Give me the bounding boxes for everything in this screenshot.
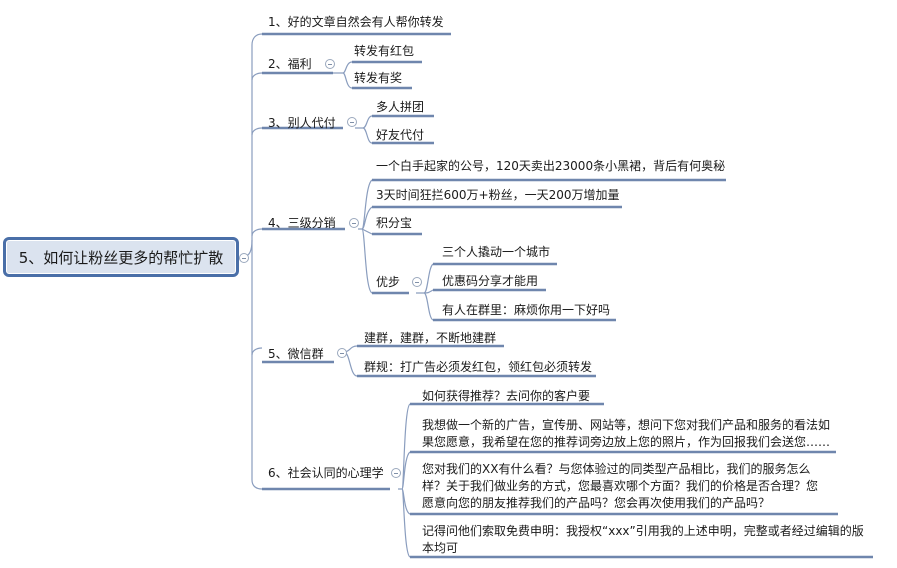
branch-4-child-2[interactable]: 3天时间狂拦600万+粉丝，一天200万增加量 [376,187,620,203]
branch-4-child-2-label: 3天时间狂拦600万+粉丝，一天200万增加量 [376,188,620,202]
branch-1-label: 1、好的文章自然会有人帮你转发 [268,15,444,29]
branch-2-child-2[interactable]: 转发有奖 [354,70,402,86]
branch-6-child-4[interactable]: 记得问他们索取免费申明：我授权“xxx”引用我的上述申明，完整或者经过编辑的版本… [422,523,868,557]
branch-2-topic[interactable]: 2、福利 [268,56,312,72]
branch-2-label: 2、福利 [268,57,312,71]
branch-4-child-3[interactable]: 积分宝 [376,215,412,231]
branch-4-label: 4、三级分销 [268,216,336,230]
branch-2-child-1[interactable]: 转发有红包 [354,43,414,59]
root-collapse-icon[interactable] [239,253,249,263]
branch-5-child-1-label: 建群，建群，不断地建群 [364,331,497,345]
branch-6-child-3-label: 您对我们的XX有什么看？与您体验过的同类型产品相比，我们的服务怎么样？关于我们做… [422,462,819,510]
branch-3-topic[interactable]: 3、别人代付 [268,115,336,131]
youbu-child-1[interactable]: 三个人撬动一个城市 [442,244,550,260]
branch-4-collapse-icon[interactable] [349,218,359,228]
root-topic[interactable]: 5、如何让粉丝更多的帮忙扩散 [3,237,239,277]
youbu-child-1-label: 三个人撬动一个城市 [442,245,551,259]
branch-6-child-3[interactable]: 您对我们的XX有什么看？与您体验过的同类型产品相比，我们的服务怎么样？关于我们做… [422,461,822,512]
branch-4-child-1[interactable]: 一个白手起家的公号，120天卖出23000条小黑裙，背后有何奥秘 [376,158,725,174]
branch-6-child-2[interactable]: 我想做一个新的广告，宣传册、网站等，想问下您对我们产品和服务的看法如果您愿意，我… [422,417,832,451]
branch-3-child-1[interactable]: 多人拼团 [376,99,424,115]
branch-4-topic[interactable]: 4、三级分销 [268,215,336,231]
youbu-child-2-label: 优惠码分享才能用 [442,274,539,288]
branch-2-collapse-icon[interactable] [325,59,335,69]
branch-6-label: 6、社会认同的心理学 [268,466,384,480]
branch-2-child-1-label: 转发有红包 [354,44,415,58]
branch-5-label: 5、微信群 [268,347,324,361]
branch-6-child-1-label: 如何获得推荐？去问你的客户要 [422,389,591,403]
branch-6-collapse-icon[interactable] [391,468,401,478]
branch-3-label: 3、别人代付 [268,116,336,130]
branch-3-child-1-label: 多人拼团 [376,100,425,114]
branch-4-child-4[interactable]: 优步 [376,274,400,290]
youbu-child-3-label: 有人在群里：麻烦你用一下好吗 [442,303,611,317]
branch-5-child-2-label: 群规：打广告必须发红包，领红包必须转发 [364,360,593,374]
branch-3-child-2-label: 好友代付 [376,128,425,142]
youbu-collapse-icon[interactable] [412,277,422,287]
branch-3-child-2[interactable]: 好友代付 [376,127,424,143]
branch-5-topic[interactable]: 5、微信群 [268,346,324,362]
root-topic-label: 5、如何让粉丝更多的帮忙扩散 [18,248,224,267]
branch-1-topic[interactable]: 1、好的文章自然会有人帮你转发 [268,14,444,30]
youbu-child-2[interactable]: 优惠码分享才能用 [442,273,538,289]
branch-5-child-2[interactable]: 群规：打广告必须发红包，领红包必须转发 [364,359,592,375]
branch-6-child-2-label: 我想做一个新的广告，宣传册、网站等，想问下您对我们产品和服务的看法如果您愿意，我… [422,418,831,449]
branch-4-child-4-label: 优步 [376,275,401,289]
branch-4-child-1-label: 一个白手起家的公号，120天卖出23000条小黑裙，背后有何奥秘 [376,159,726,173]
branch-6-topic[interactable]: 6、社会认同的心理学 [268,465,384,481]
branch-6-child-4-label: 记得问他们索取免费申明：我授权“xxx”引用我的上述申明，完整或者经过编辑的版本… [422,524,864,555]
youbu-child-3[interactable]: 有人在群里：麻烦你用一下好吗 [442,302,610,318]
branch-6-child-1[interactable]: 如何获得推荐？去问你的客户要 [422,388,590,404]
branch-3-collapse-icon[interactable] [347,117,357,127]
branch-4-child-3-label: 积分宝 [376,216,413,230]
branch-5-child-1[interactable]: 建群，建群，不断地建群 [364,330,496,346]
branch-2-child-2-label: 转发有奖 [354,71,403,85]
branch-5-collapse-icon[interactable] [337,348,347,358]
